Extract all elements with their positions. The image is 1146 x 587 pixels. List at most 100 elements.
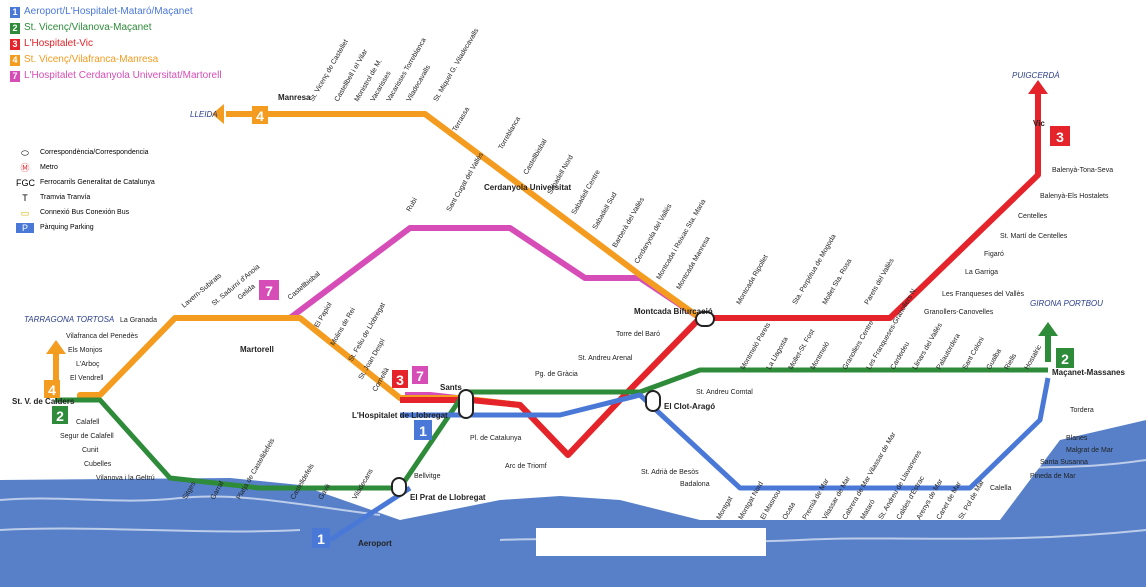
parking-icon: P (16, 223, 34, 233)
sea (0, 420, 1146, 587)
line-1 (400, 377, 1051, 491)
station-viladecans[interactable]: Viladecans (352, 468, 375, 501)
station-blanes[interactable]: Blanes (1066, 435, 1088, 442)
station-molins[interactable]: Molins de Rei (330, 306, 357, 347)
legend-symbol-label: Ferrocarrils Generalitat de Catalunya (40, 179, 155, 186)
station-hostalric[interactable]: Hostalric (1024, 343, 1044, 371)
station-vacarisses-t[interactable]: Vacarisses Torreblanca (386, 37, 428, 103)
station-montcada-rip[interactable]: Montcada Ripollet (736, 254, 770, 306)
station-st-andreu-c[interactable]: St. Andreu Comtal (696, 389, 753, 396)
station-els-monjos[interactable]: Els Monjos (68, 347, 103, 354)
station-vilafranca[interactable]: Vilafranca del Penedès (66, 333, 138, 340)
legend-line-7: 7 L'Hospitalet Cerdanyola Universitat/Mar… (10, 68, 222, 84)
station-centelles[interactable]: Centelles (1018, 213, 1048, 220)
station-palautordera[interactable]: Palautordera (936, 333, 962, 371)
station-pineda[interactable]: Pineda de Mar (1030, 473, 1076, 480)
station-el-prat[interactable]: El Prat de Llobregat (410, 493, 486, 502)
station-granollers-c[interactable]: Granollers-Canovelles (924, 309, 994, 316)
station-mataro[interactable]: Mataró (860, 499, 877, 521)
badge-7-hosp: 7 (416, 368, 424, 384)
station-ocata[interactable]: Ocata (782, 501, 797, 521)
station-macanet[interactable]: Maçanet-Massanes (1052, 368, 1125, 377)
station-badalona[interactable]: Badalona (680, 481, 710, 488)
station-l-hospitalet[interactable]: L'Hospitalet de Llobregat (352, 411, 448, 420)
station-sabadell-centre[interactable]: Sabadell Centre (571, 169, 602, 216)
legend-symbol-label: Metro (40, 164, 58, 171)
station-cunit[interactable]: Cunit (82, 447, 98, 454)
station-tordera[interactable]: Tordera (1070, 407, 1094, 414)
station-cardedeu[interactable]: Cardedeu (890, 341, 911, 371)
station-el-masnou[interactable]: El Masnou (760, 489, 783, 521)
destination-puigcerda: PUIGCERDÀ (1012, 71, 1060, 80)
station-sant-miquel[interactable]: St. Miquel G. Viladecavalls (433, 27, 481, 103)
legend-symbol-label: Pàrquing Parking (40, 224, 94, 231)
station-franqueses[interactable]: Les Franqueses del Vallès (942, 291, 1024, 298)
station-barbera[interactable]: Barberà del Vallès (612, 196, 647, 249)
station-vic[interactable]: Vic (1033, 119, 1045, 128)
station-el-papiol[interactable]: El Papiol (314, 301, 334, 329)
station-pg-gracia[interactable]: Pg. de Gràcia (535, 371, 578, 378)
station-calafell[interactable]: Calafell (76, 419, 100, 426)
station-montgat[interactable]: Montgat (716, 496, 735, 521)
station-cubelles[interactable]: Cubelles (84, 461, 112, 468)
station-montmelo-2[interactable]: Montmeló (810, 341, 831, 371)
station-balenya-tona[interactable]: Balenyà-Tona-Seva (1052, 167, 1113, 174)
badge-2-macanet: 2 (1061, 351, 1069, 367)
station-figaro[interactable]: Figaró (984, 251, 1004, 258)
line-3 (400, 92, 1041, 458)
station-el-clot[interactable]: El Clot-Aragó (664, 402, 715, 411)
station-castellbisbal[interactable]: Castellbisbal (523, 138, 549, 176)
station-balenya-h[interactable]: Balenyà-Els Hostalets (1040, 193, 1109, 200)
arrow-tarragona-icon (46, 340, 66, 380)
arrow-lleida-icon (212, 104, 250, 124)
station-martorell[interactable]: Martorell (240, 345, 274, 354)
legend-line-label: Aeroport/L'Hospitalet-Mataró/Maçanet (24, 6, 193, 17)
station-sant-cugat[interactable]: Sant Cugat del Vallès (446, 151, 486, 213)
station-cerdanyola-u[interactable]: Cerdanyola Universitat (484, 183, 571, 192)
station-terrassa[interactable]: Terrassa (452, 106, 472, 133)
station-pl-catalunya[interactable]: Pl. de Catalunya (470, 435, 521, 442)
arrow-puigcerda-icon (1028, 80, 1048, 110)
station-sants[interactable]: Sants (440, 383, 462, 392)
station-segur[interactable]: Segur de Calafell (60, 433, 114, 440)
station-st-marti[interactable]: St. Martí de Centelles (1000, 233, 1068, 240)
station-vilanova[interactable]: Vilanova i la Geltrú (96, 475, 155, 482)
legend-line-badge: 3 (10, 38, 20, 50)
legend-line-label: L'Hospitalet Cerdanyola Universitat/Mart… (24, 70, 222, 81)
station-rubi[interactable]: Rubí (406, 197, 419, 213)
station-sta-susanna[interactable]: Santa Susanna (1040, 459, 1088, 466)
station-st-vicenc-c[interactable]: St. V. de Calders (12, 397, 75, 406)
station-la-garriga[interactable]: La Garriga (965, 269, 998, 276)
station-bellvitge[interactable]: Bellvitge (414, 473, 441, 480)
station-l-arboc[interactable]: L'Arboç (76, 361, 100, 368)
station-st-celoni[interactable]: Sant Celoni (962, 336, 986, 371)
station-mollet-sr[interactable]: Mollet Sta. Rosa (822, 258, 854, 306)
badge-3-vic: 3 (1056, 129, 1064, 145)
station-sabadell-sud[interactable]: Sabadell Sud (592, 191, 619, 231)
station-torreblanca[interactable]: Torreblanca (498, 116, 522, 151)
station-manresa[interactable]: Manresa (278, 93, 311, 102)
badge-3-hosp: 3 (396, 372, 404, 388)
station-parets[interactable]: Parets del Vallès (864, 257, 896, 306)
station-la-granada[interactable]: La Granada (120, 317, 157, 324)
legend-line-badge: 7 (10, 70, 20, 82)
station-st-adria[interactable]: St. Adrià de Besòs (641, 469, 699, 476)
station-la-llagosta[interactable]: La Llagosta (766, 336, 790, 371)
badge-4-manresa: 4 (256, 108, 264, 124)
station-malgrat[interactable]: Malgrat de Mar (1066, 447, 1114, 454)
station-torre-baro[interactable]: Torre del Baró (616, 331, 660, 338)
legend-line-label: St. Vicenç/Vilafranca-Manresa (24, 54, 159, 65)
station-arc-triomf[interactable]: Arc de Triomf (505, 463, 547, 470)
legend-symbol: ▭Connexió Bus Conexión Bus (16, 208, 155, 218)
station-el-vendrell[interactable]: El Vendrell (70, 375, 104, 382)
station-calella[interactable]: Calella (990, 485, 1012, 492)
station-aeroport[interactable]: Aeroport (358, 539, 392, 548)
station-montcada-bif[interactable]: Montcada Bifurcació (634, 307, 713, 316)
station-sant-andreu-a[interactable]: St. Andreu Arenal (578, 355, 633, 362)
legend-symbol: ⬭Correspondència/Correspondencia (16, 148, 155, 158)
